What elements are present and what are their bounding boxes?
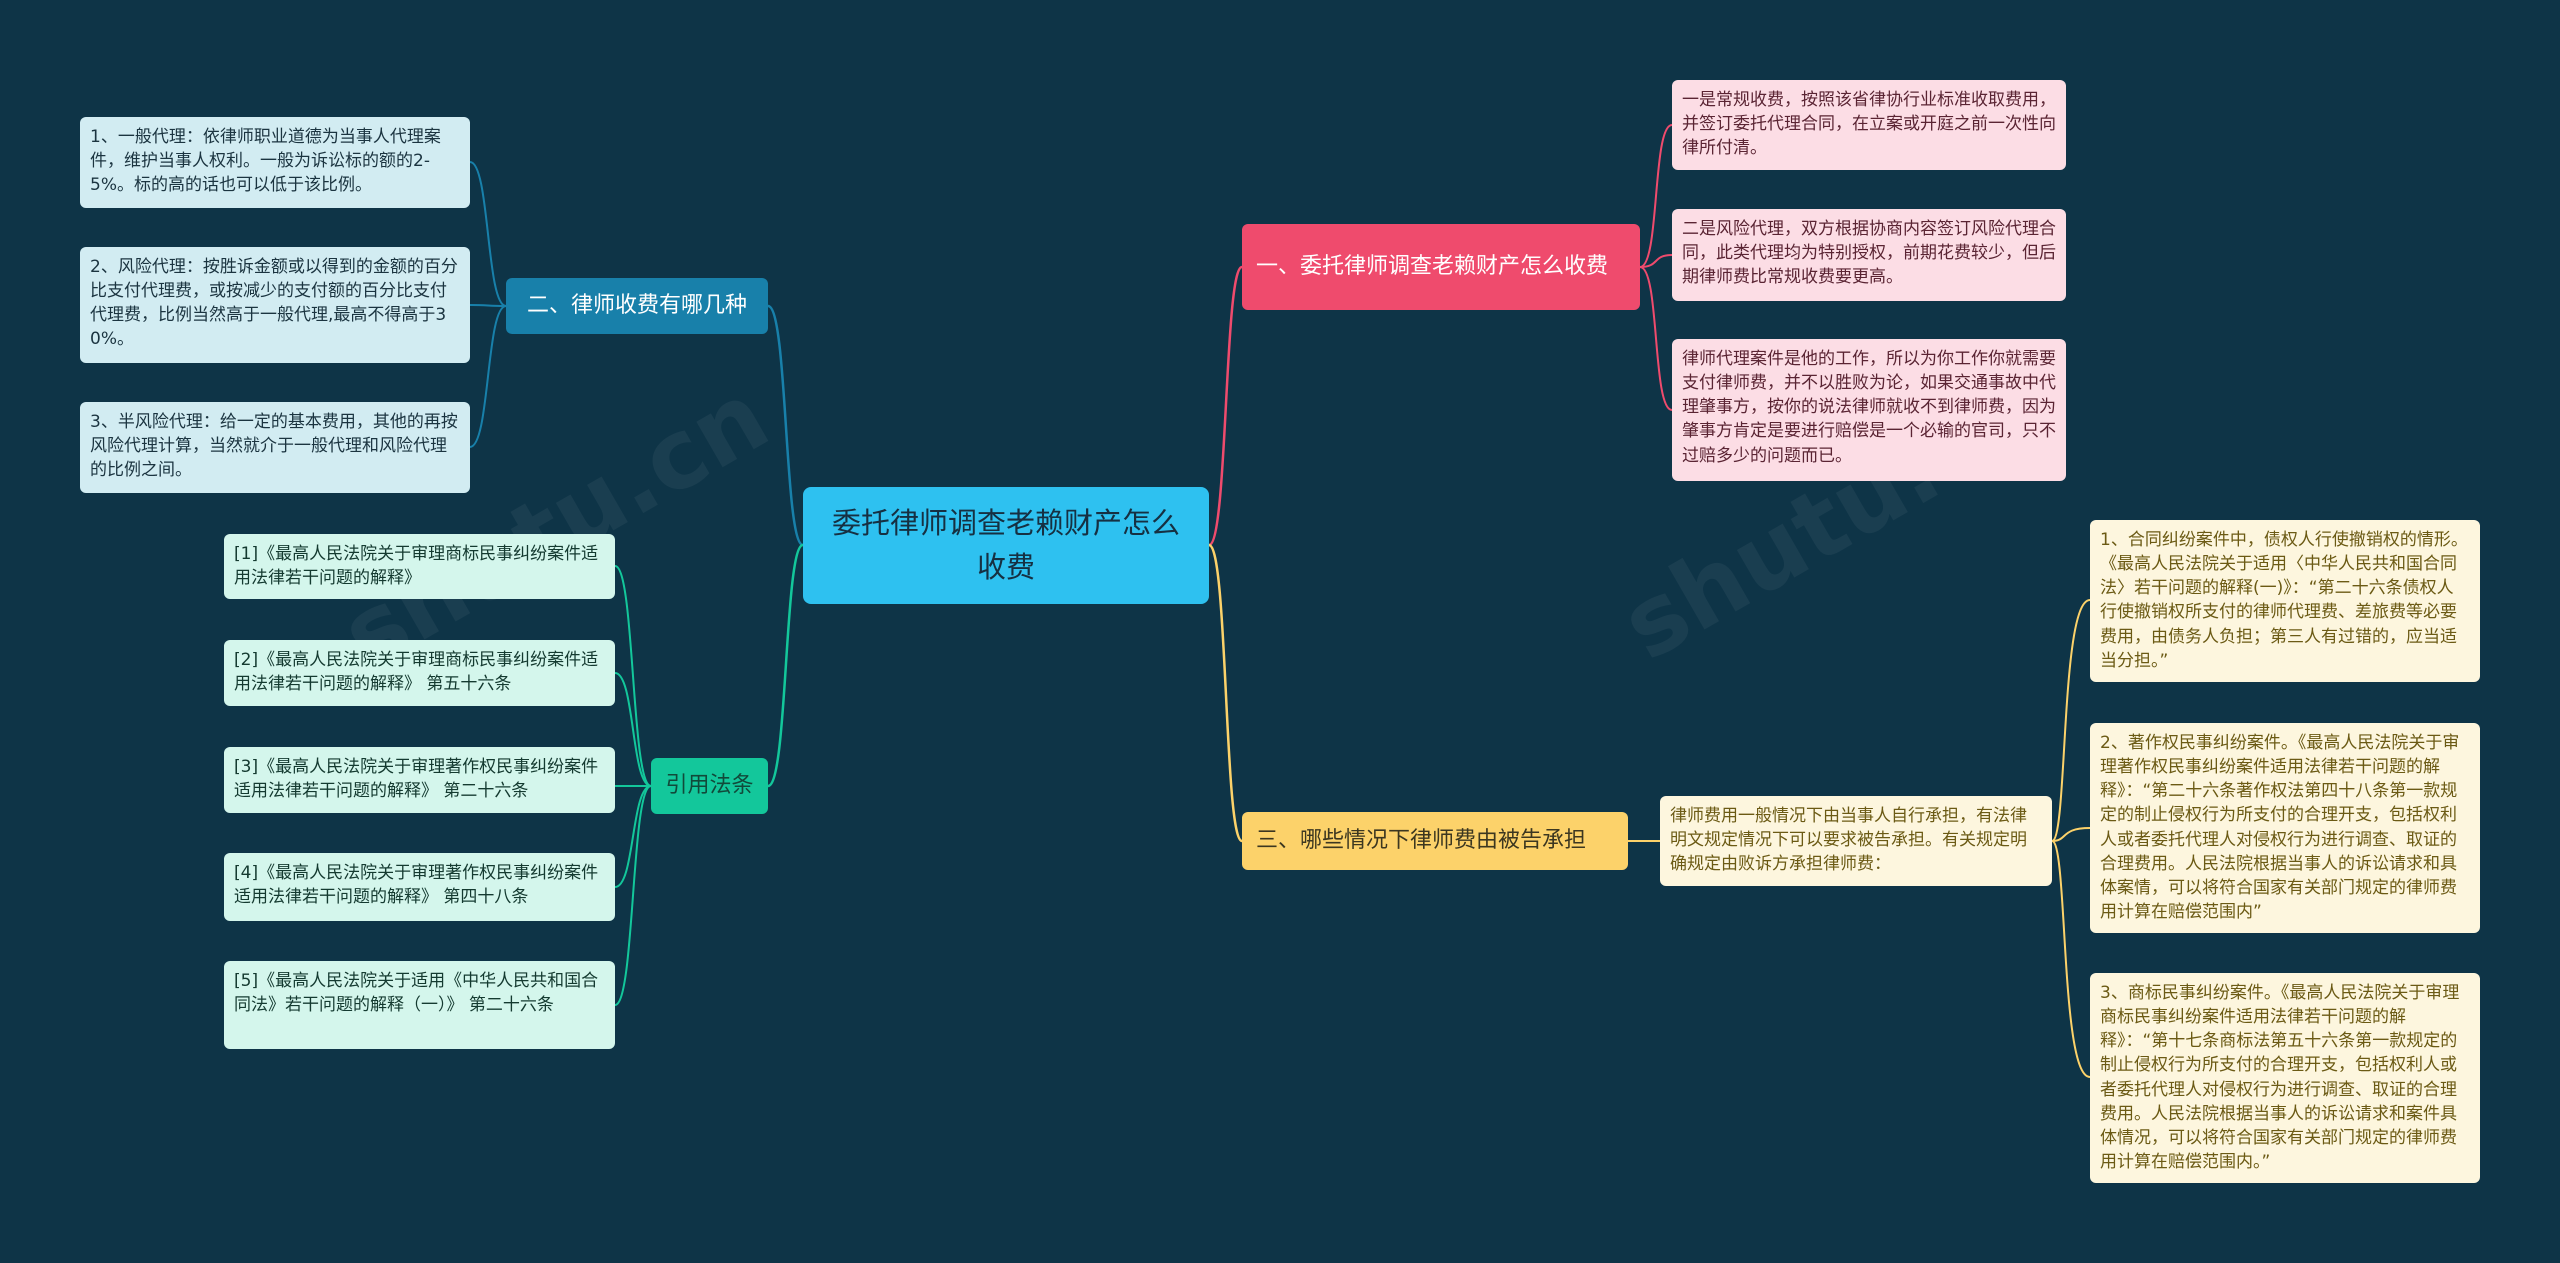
leaf-trademark-dispute[interactable]: 3、商标民事纠纷案件。《最高人民法院关于审理商标民事纠纷案件适用法律若干问题的解…: [2090, 973, 2480, 1183]
leaf-agency-work[interactable]: 律师代理案件是他的工作，所以为你工作你就需要支付律师费，并不以胜败为论，如果交通…: [1672, 339, 2066, 481]
defendant-pays-summary[interactable]: 律师费用一般情况下由当事人自行承担，有法律明文规定情况下可以要求被告承担。有关规…: [1660, 796, 2052, 886]
root-topic[interactable]: 委托律师调查老赖财产怎么收费: [803, 487, 1209, 604]
leaf-regular-fee[interactable]: 一是常规收费，按照该省律协行业标准收取费用，并签订委托代理合同，在立案或开庭之前…: [1672, 80, 2066, 170]
citation-item[interactable]: [5]《最高人民法院关于适用《中华人民共和国合同法》若干问题的解释（一）》 第二…: [224, 961, 615, 1049]
leaf-risk-agency-type[interactable]: 2、风险代理：按胜诉金额或以得到的金额的百分比支付代理费，或按减少的支付额的百分…: [80, 247, 470, 363]
branch-defendant-pays[interactable]: 三、哪些情况下律师费由被告承担: [1242, 812, 1628, 870]
citation-item[interactable]: [3]《最高人民法院关于审理著作权民事纠纷案件适用法律若干问题的解释》 第二十六…: [224, 747, 615, 813]
leaf-contract-dispute[interactable]: 1、合同纠纷案件中，债权人行使撤销权的情形。《最高人民法院关于适用〈中华人民共和…: [2090, 520, 2480, 682]
branch-cited-laws[interactable]: 引用法条: [651, 758, 768, 814]
branch-fee-methods[interactable]: 一、委托律师调查老赖财产怎么收费: [1242, 224, 1640, 310]
leaf-risk-agency[interactable]: 二是风险代理，双方根据协商内容签订风险代理合同，此类代理均为特别授权，前期花费较…: [1672, 209, 2066, 301]
branch-fee-types[interactable]: 二、律师收费有哪几种: [506, 278, 768, 334]
leaf-general-agency[interactable]: 1、一般代理：依律师职业道德为当事人代理案件，维护当事人权利。一般为诉讼标的额的…: [80, 117, 470, 208]
citation-item[interactable]: [2]《最高人民法院关于审理商标民事纠纷案件适用法律若干问题的解释》 第五十六条: [224, 640, 615, 706]
citation-item[interactable]: [4]《最高人民法院关于审理著作权民事纠纷案件适用法律若干问题的解释》 第四十八…: [224, 853, 615, 921]
leaf-copyright-dispute[interactable]: 2、著作权民事纠纷案件。《最高人民法院关于审理著作权民事纠纷案件适用法律若干问题…: [2090, 723, 2480, 933]
citation-item[interactable]: [1]《最高人民法院关于审理商标民事纠纷案件适用法律若干问题的解释》: [224, 534, 615, 599]
leaf-half-risk-agency[interactable]: 3、半风险代理：给一定的基本费用，其他的再按风险代理计算，当然就介于一般代理和风…: [80, 402, 470, 493]
